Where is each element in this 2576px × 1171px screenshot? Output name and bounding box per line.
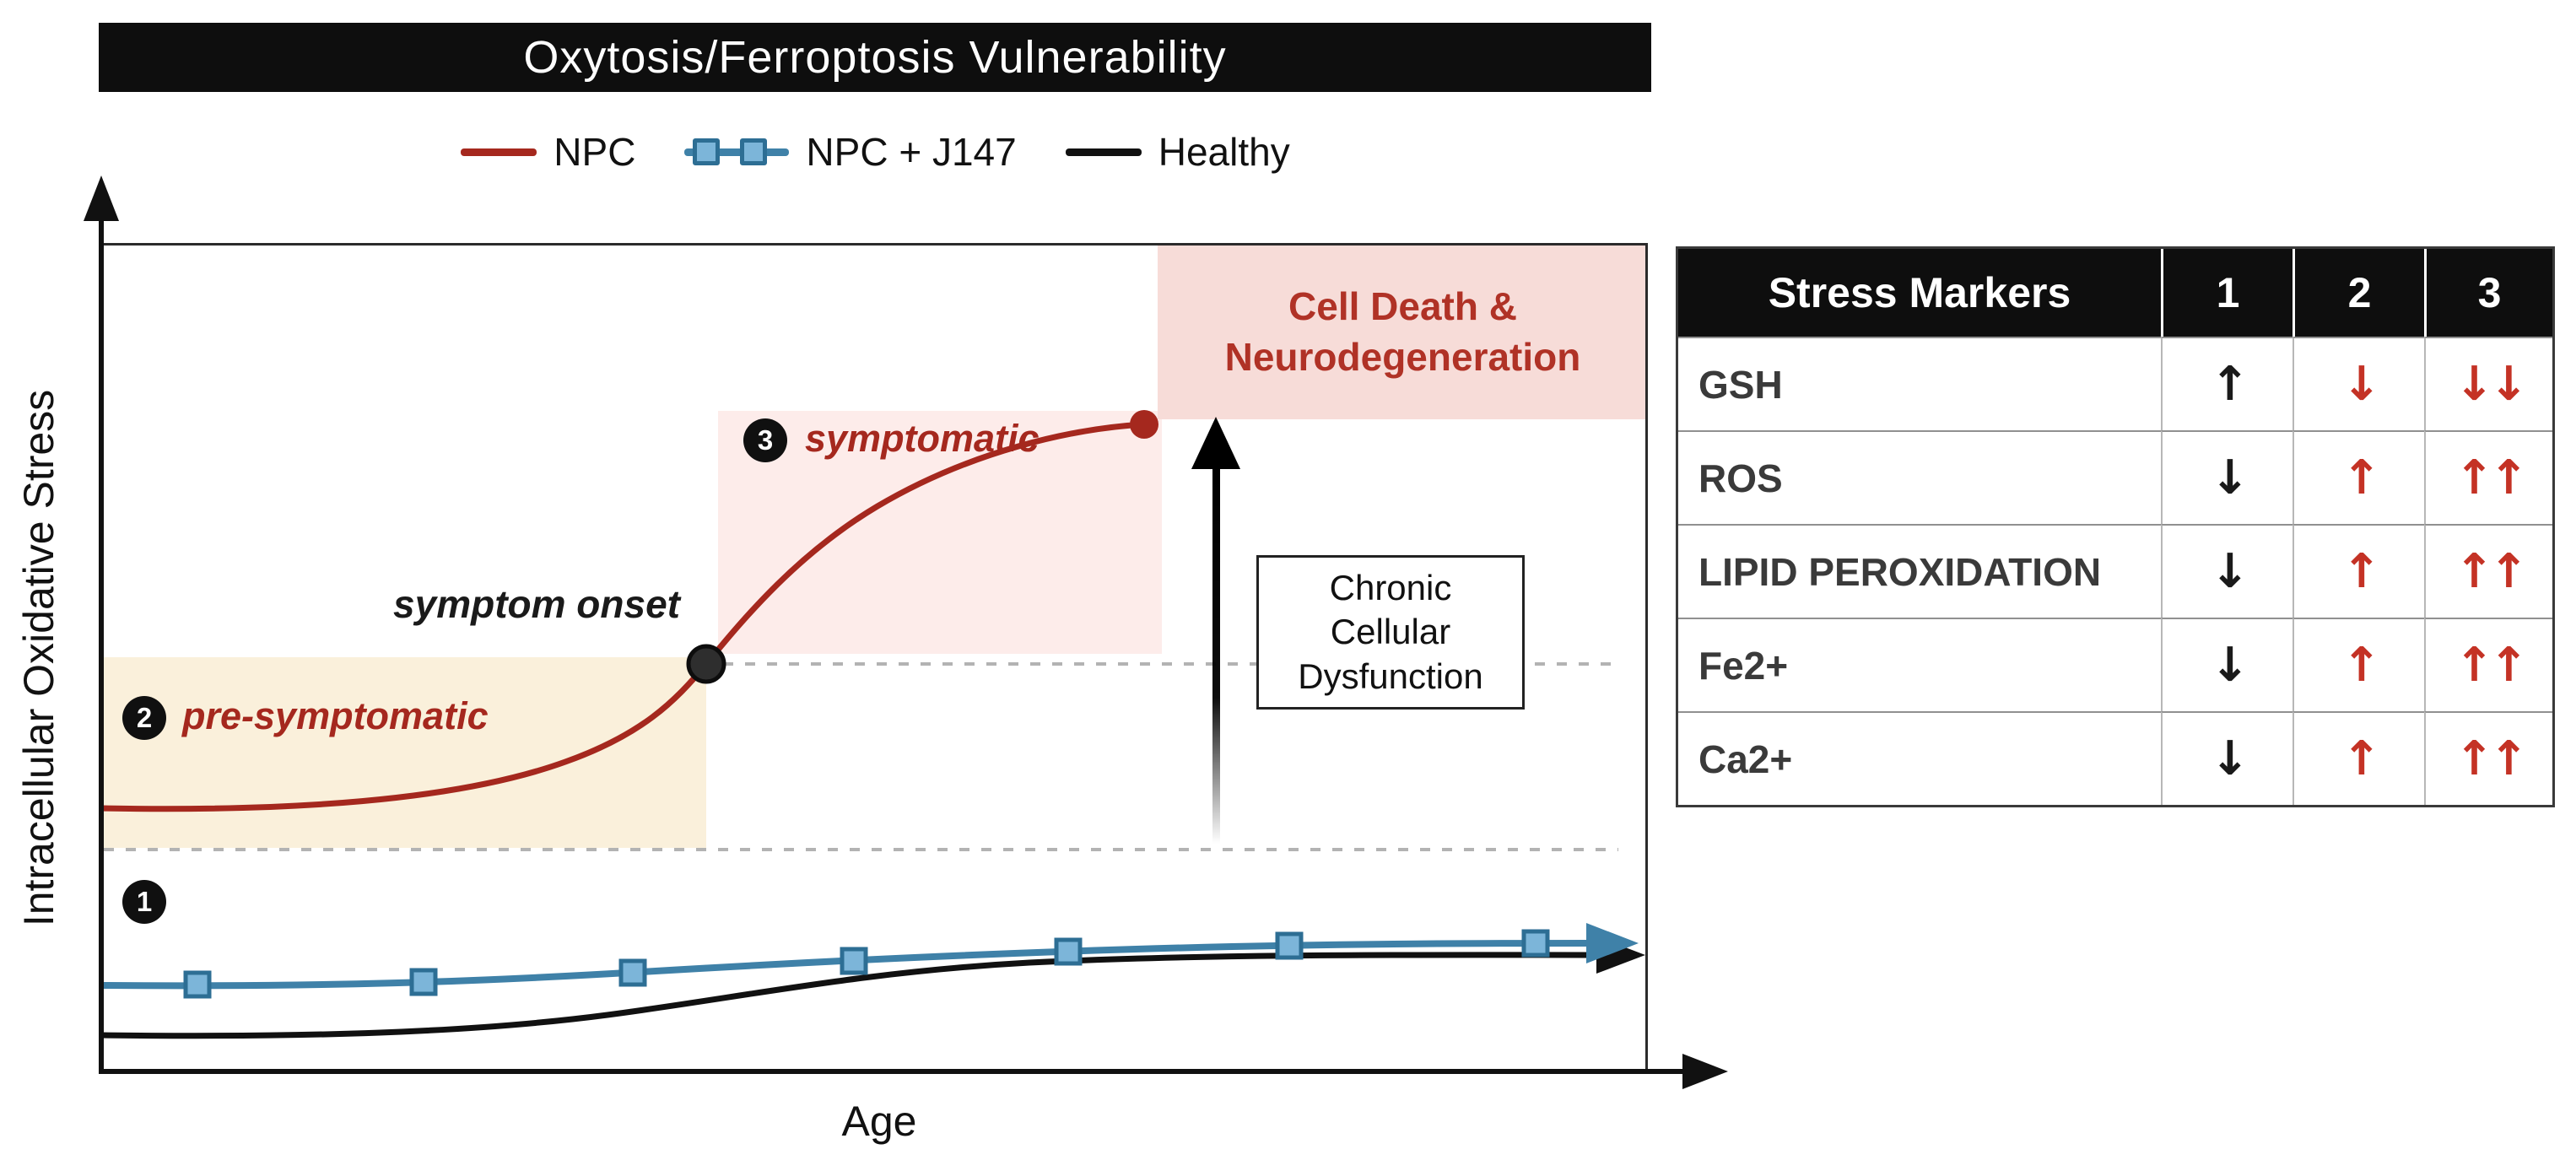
x-axis-arrowhead: [1682, 1054, 1728, 1089]
cell-death-region: Cell Death & Neurodegeneration: [1158, 245, 1648, 419]
stress-markers-table: Stress Markers 1 2 3 GSH ↑ ↓ ↓↓ ROS ↓ ↑ …: [1676, 246, 2555, 807]
title-bar: Oxytosis/Ferroptosis Vulnerability: [99, 23, 1651, 92]
stage-3-badge: 3: [743, 418, 787, 462]
legend-item-npc-j147: NPC + J147: [684, 129, 1017, 175]
table-header-title: Stress Markers: [1678, 249, 2161, 337]
table-header-col-2: 2: [2292, 249, 2424, 337]
figure-title: Oxytosis/Ferroptosis Vulnerability: [523, 32, 1227, 83]
row-label-fe2: Fe2+: [1678, 618, 2161, 711]
row-label-ca2: Ca2+: [1678, 711, 2161, 805]
fe2-stage2-arrow: ↑: [2292, 618, 2424, 711]
legend-item-npc: NPC: [461, 129, 635, 175]
chronic-dysfunction-callout: Chronic Cellular Dysfunction: [1256, 555, 1525, 710]
gsh-stage1-arrow: ↑: [2161, 337, 2292, 430]
ros-stage3-arrow: ↑↑: [2424, 430, 2552, 524]
npc-j147-line-swatch: [684, 138, 790, 165]
ros-stage2-arrow: ↑: [2292, 430, 2424, 524]
ca2-stage3-arrow: ↑↑: [2424, 711, 2552, 805]
table-header-col-3: 3: [2424, 249, 2552, 337]
fe2-stage3-arrow: ↑↑: [2424, 618, 2552, 711]
row-label-lipid-peroxidation: LIPID PEROXIDATION: [1678, 524, 2161, 618]
legend-label-npc-j147: NPC + J147: [806, 130, 1017, 174]
symptomatic-label: symptomatic: [805, 417, 1040, 460]
y-axis-arrowhead: [84, 175, 119, 221]
stage-1-badge: 1: [122, 880, 166, 924]
lipid-stage1-arrow: ↓: [2161, 524, 2292, 618]
row-label-ros: ROS: [1678, 430, 2161, 524]
legend-item-healthy: Healthy: [1065, 129, 1290, 175]
cell-death-label-line1: Cell Death &: [1288, 283, 1517, 328]
lipid-stage3-arrow: ↑↑: [2424, 524, 2552, 618]
pre-symptomatic-label: pre-symptomatic: [182, 694, 489, 737]
cell-death-label-line2: Neurodegeneration: [1224, 334, 1581, 379]
chronic-line2: Cellular: [1330, 612, 1451, 652]
x-axis-label: Age: [841, 1098, 917, 1145]
y-axis-label: Intracellular Oxidative Stress: [15, 389, 62, 927]
chronic-line3: Dysfunction: [1298, 656, 1483, 696]
table-header-col-1: 1: [2161, 249, 2292, 337]
legend-label-npc: NPC: [554, 130, 636, 174]
ros-stage1-arrow: ↓: [2161, 430, 2292, 524]
ca2-stage1-arrow: ↓: [2161, 711, 2292, 805]
gsh-stage2-arrow: ↓: [2292, 337, 2424, 430]
lipid-stage2-arrow: ↑: [2292, 524, 2424, 618]
symptom-onset-label: symptom onset: [393, 582, 680, 626]
chronic-line1: Chronic: [1329, 568, 1452, 608]
stage-2-badge: 2: [122, 696, 166, 740]
npc-line-swatch: [461, 148, 537, 156]
gsh-stage3-arrow: ↓↓: [2424, 337, 2552, 430]
row-label-gsh: GSH: [1678, 337, 2161, 430]
legend-label-healthy: Healthy: [1158, 130, 1290, 174]
legend: NPC NPC + J147 Healthy: [101, 127, 1650, 177]
healthy-line-swatch: [1065, 148, 1142, 156]
ca2-stage2-arrow: ↑: [2292, 711, 2424, 805]
fe2-stage1-arrow: ↓: [2161, 618, 2292, 711]
